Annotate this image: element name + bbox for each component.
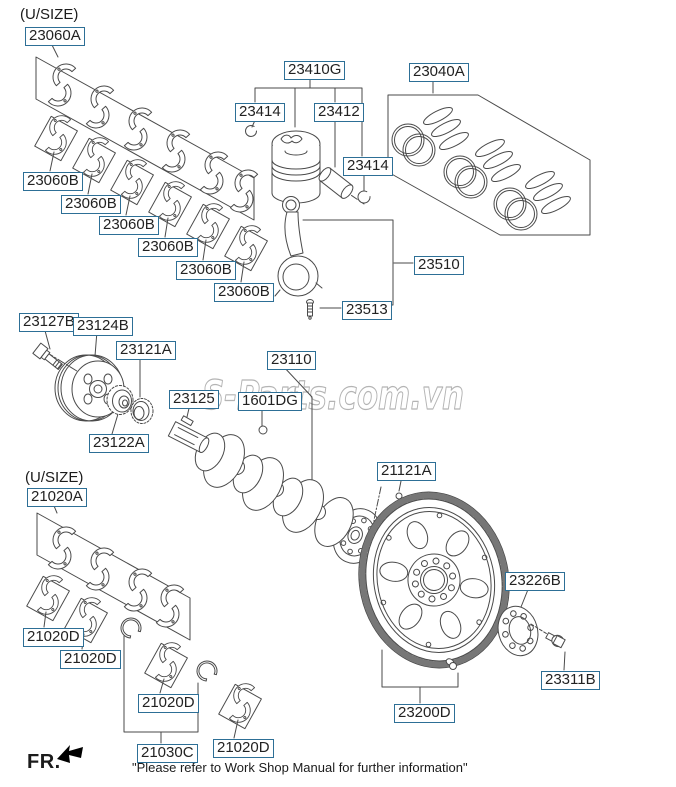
flywheel-bolt-drawing bbox=[545, 632, 566, 671]
part-label-23060B: 23060B bbox=[138, 238, 198, 257]
part-label-23060B: 23060B bbox=[23, 172, 83, 191]
part-label-21020D: 21020D bbox=[138, 694, 199, 713]
part-label-23510: 23510 bbox=[414, 256, 464, 275]
part-label-23060A: 23060A bbox=[25, 27, 85, 46]
part-label-23124B: 23124B bbox=[73, 317, 133, 336]
crank-key-icon bbox=[180, 415, 194, 427]
part-label-23040A: 23040A bbox=[409, 63, 469, 82]
pulley-assembly-drawing bbox=[32, 326, 154, 435]
part-label-23125: 23125 bbox=[169, 390, 219, 409]
fr-direction-label: FR. bbox=[27, 751, 61, 773]
part-label-21020D: 21020D bbox=[60, 650, 121, 669]
part-label-1601DG: 1601DG bbox=[238, 392, 302, 411]
u-size-label-top: (U/SIZE) bbox=[20, 6, 79, 23]
part-label-23414: 23414 bbox=[343, 157, 393, 176]
flywheel-drawing bbox=[358, 475, 510, 704]
u-size-label-bottom: (U/SIZE) bbox=[25, 469, 84, 486]
part-label-23060B: 23060B bbox=[99, 216, 159, 235]
part-label-21030C: 21030C bbox=[137, 744, 198, 763]
part-label-23412: 23412 bbox=[314, 103, 364, 122]
connecting-rod-drawing bbox=[274, 196, 414, 320]
piston-assembly-drawing bbox=[245, 75, 371, 205]
part-label-23110: 23110 bbox=[267, 351, 316, 370]
part-label-21020D: 21020D bbox=[213, 739, 274, 758]
part-label-23200D: 23200D bbox=[394, 704, 455, 723]
part-label-23127B: 23127B bbox=[19, 313, 79, 332]
part-label-23060B: 23060B bbox=[61, 195, 121, 214]
upper-main-bearing-set-drawing bbox=[35, 44, 259, 221]
part-label-23414: 23414 bbox=[235, 103, 285, 122]
piston-ring-set-drawing bbox=[387, 76, 591, 236]
part-label-21121A: 21121A bbox=[377, 462, 436, 481]
crankshaft-drawing bbox=[167, 365, 382, 564]
pulley-bolt-icon bbox=[32, 342, 63, 370]
part-label-21020A: 21020A bbox=[27, 488, 87, 507]
part-label-23121A: 23121A bbox=[116, 341, 176, 360]
part-label-23311B: 23311B bbox=[541, 671, 600, 690]
flywheel-small-bolt-icon bbox=[445, 658, 457, 670]
part-label-23513: 23513 bbox=[342, 301, 392, 320]
part-label-21020D: 21020D bbox=[23, 628, 84, 647]
part-label-23226B: 23226B bbox=[505, 572, 565, 591]
workshop-manual-note: "Please refer to Work Shop Manual for fu… bbox=[132, 760, 468, 775]
part-label-23410G: 23410G bbox=[284, 61, 346, 80]
lower-main-bearing-items-drawing bbox=[35, 111, 268, 283]
part-label-23060B: 23060B bbox=[176, 261, 236, 280]
part-label-23122A: 23122A bbox=[89, 434, 149, 453]
part-label-23060B: 23060B bbox=[214, 283, 274, 302]
fr-direction-arrow-icon bbox=[57, 745, 83, 763]
